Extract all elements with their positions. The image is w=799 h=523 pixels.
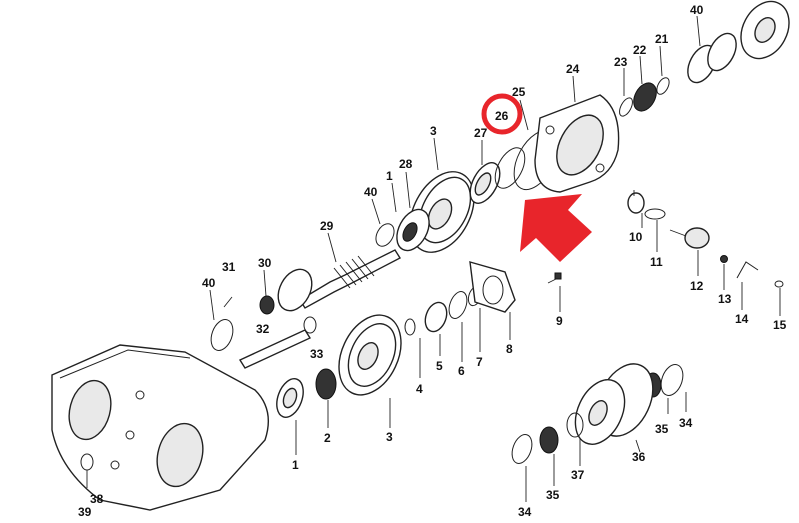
label-22: 22 <box>633 43 647 57</box>
gear-left-upper <box>277 268 313 312</box>
gear-28 <box>396 208 430 252</box>
label-3-lower: 3 <box>386 430 393 444</box>
label-25: 25 <box>512 85 526 99</box>
label-21: 21 <box>655 32 669 46</box>
label-11: 11 <box>650 255 663 269</box>
label-12: 12 <box>690 279 704 293</box>
label-1-lower: 1 <box>292 458 299 472</box>
screw-15 <box>774 280 784 288</box>
label-1-upper: 1 <box>386 169 393 183</box>
part-labels: 40 22 21 23 24 25 26 27 3 28 1 40 29 31 … <box>78 3 787 519</box>
bearing-22 <box>633 82 657 112</box>
label-30: 30 <box>258 256 272 270</box>
sleeve-37 <box>566 412 584 438</box>
label-32: 32 <box>256 322 270 336</box>
label-23: 23 <box>614 55 628 69</box>
label-33: 33 <box>310 347 324 361</box>
part-10 <box>627 190 645 214</box>
ring-40-upper <box>375 223 395 247</box>
label-35-lower: 35 <box>546 488 560 502</box>
label-26: 26 <box>495 109 509 123</box>
highlight-circle-26 <box>481 93 523 135</box>
gear-36 <box>574 363 654 445</box>
ring-40-left <box>210 319 234 351</box>
clip-38-39 <box>80 453 94 488</box>
nut-13 <box>720 255 728 263</box>
label-36: 36 <box>632 450 646 464</box>
label-15: 15 <box>773 318 787 332</box>
washer-34-lower <box>511 434 533 464</box>
bearing-5 <box>424 301 448 333</box>
label-27: 27 <box>474 126 488 140</box>
label-13: 13 <box>718 292 732 306</box>
label-7: 7 <box>476 355 483 369</box>
main-case <box>51 344 269 511</box>
shaft-32 <box>238 329 312 369</box>
label-2: 2 <box>324 431 331 445</box>
gear-1-lower <box>276 378 304 418</box>
label-14: 14 <box>735 312 749 326</box>
clip-33 <box>303 316 317 334</box>
label-35-upper: 35 <box>655 422 669 436</box>
label-24: 24 <box>566 62 580 76</box>
label-9: 9 <box>556 314 563 328</box>
label-40-left: 40 <box>202 276 216 290</box>
label-8: 8 <box>506 342 513 356</box>
ring-26 <box>494 147 526 189</box>
ring-6 <box>448 291 468 319</box>
ring-23 <box>619 97 633 117</box>
bearing-40-top <box>687 32 737 84</box>
label-37: 37 <box>571 468 585 482</box>
bolt-9 <box>547 272 562 284</box>
bearing-30 <box>259 295 275 315</box>
housing-24 <box>534 94 620 193</box>
label-40-top: 40 <box>690 3 704 17</box>
gear-3-lower <box>338 314 402 396</box>
cover-8 <box>469 261 516 313</box>
pin-31 <box>223 296 233 308</box>
washer-34-upper <box>660 364 684 396</box>
label-34-upper: 34 <box>679 416 693 430</box>
ring-4 <box>404 318 416 336</box>
flange-top <box>740 0 790 60</box>
bearing-27 <box>469 162 501 204</box>
red-pointer-arrow <box>520 194 592 262</box>
label-38: 38 <box>90 492 104 506</box>
label-29: 29 <box>320 219 334 233</box>
label-39: 39 <box>78 505 92 519</box>
bearing-35-lower <box>539 426 559 454</box>
label-40-mid: 40 <box>364 185 378 199</box>
ring-11 <box>644 208 666 220</box>
shaft-29 <box>299 249 401 309</box>
bearing-2 <box>315 368 337 400</box>
label-10: 10 <box>629 230 643 244</box>
label-3-upper: 3 <box>430 124 437 138</box>
label-5: 5 <box>436 359 443 373</box>
label-34-lower: 34 <box>518 505 532 519</box>
label-31: 31 <box>222 260 236 274</box>
part-12 <box>669 227 710 249</box>
leader-lines <box>209 15 781 502</box>
ring-21 <box>656 77 670 95</box>
lever-14 <box>736 261 759 279</box>
label-4: 4 <box>416 382 423 396</box>
label-28: 28 <box>399 157 413 171</box>
label-6: 6 <box>458 364 465 378</box>
